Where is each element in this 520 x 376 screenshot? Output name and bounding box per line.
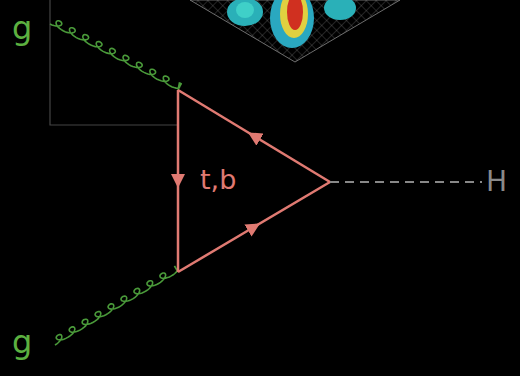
gluon-label: g bbox=[12, 326, 32, 358]
panel-frame bbox=[50, 0, 178, 125]
higgs-line bbox=[330, 181, 482, 183]
gluon-line bbox=[55, 266, 178, 345]
higgs-label: H bbox=[486, 168, 507, 196]
mesh-surface bbox=[190, 0, 400, 62]
quark-loop bbox=[178, 90, 330, 272]
quark-label: t,b bbox=[200, 166, 236, 193]
gluon-label: g bbox=[12, 12, 32, 44]
gluon-line bbox=[50, 21, 181, 90]
